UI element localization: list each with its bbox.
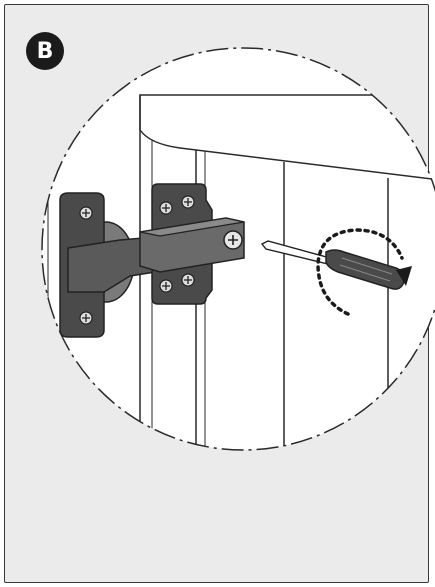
rotate-clockwise-arrow-icon (316, 228, 412, 316)
step-label: B (36, 38, 54, 64)
cabinet-top-rail (139, 94, 435, 181)
hinge (59, 183, 245, 338)
step-badge: B (26, 32, 64, 70)
zoom-circle-outline (41, 47, 435, 451)
screwdriver-icon (260, 240, 406, 290)
cabinet-scene (47, 94, 435, 450)
